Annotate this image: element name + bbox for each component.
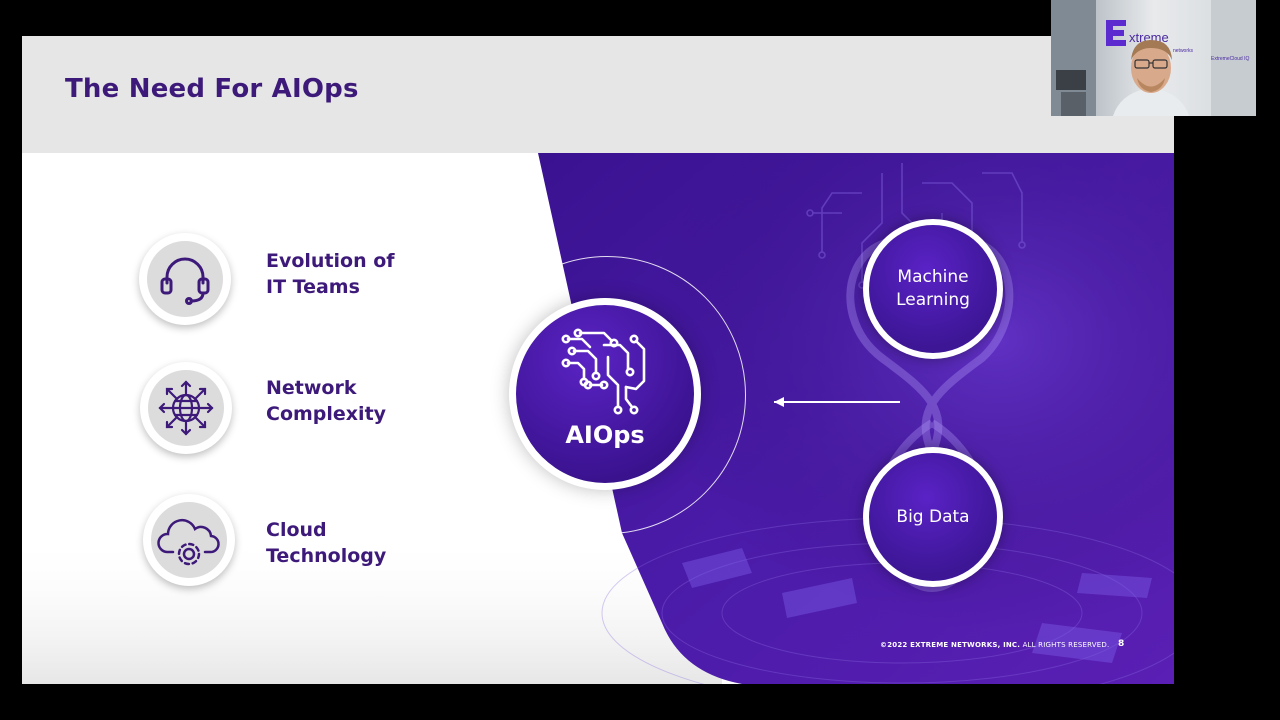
feature-label-it-teams: Evolution of IT Teams [266, 250, 395, 298]
footer-copyright: ©2022 EXTREME NETWORKS, INC. ALL RIGHTS … [880, 641, 1110, 649]
presenter [1113, 40, 1189, 116]
webcam-logo-sub: networks [1173, 48, 1194, 54]
purple-background-panel [22, 153, 1174, 684]
big-data-node: Big Data [863, 447, 1003, 587]
webcam-wall-text: ExtremeCloud IQ [1211, 56, 1249, 62]
arrow-left-icon [774, 397, 900, 407]
circuit-brain-icon [561, 328, 646, 415]
webcam-video-feed: xtreme networks ExtremeCloud IQ [1051, 0, 1256, 116]
extreme-logo-icon [1106, 20, 1126, 46]
globe-arrows-icon-badge [140, 362, 232, 454]
page-number: 8 [1118, 639, 1125, 649]
presenter-video: xtreme networks ExtremeCloud IQ [1051, 0, 1256, 116]
big-data-label: Big Data [896, 506, 970, 527]
presentation-slide: The Need For AIOps [22, 36, 1174, 684]
aiops-hub: AIOps [509, 298, 701, 490]
machine-learning-label-line1: Machine [897, 267, 969, 287]
feature-label-network-complexity: Network Complexity [266, 377, 387, 425]
slide-title: The Need For AIOps [65, 74, 359, 104]
globe-arrows-icon [158, 380, 214, 436]
aiops-outer-ring [468, 256, 746, 534]
feature-label-cloud-technology: Cloud Technology [266, 519, 387, 567]
headset-icon-badge [139, 233, 231, 325]
title-bar: The Need For AIOps [22, 36, 1174, 153]
cloud-gear-icon-badge [143, 494, 235, 586]
headset-icon [160, 257, 210, 305]
machine-learning-node: Machine Learning [863, 219, 1003, 359]
cloud-gear-icon [157, 518, 220, 566]
aiops-label: AIOps [565, 421, 645, 449]
machine-learning-label-line2: Learning [896, 290, 970, 310]
